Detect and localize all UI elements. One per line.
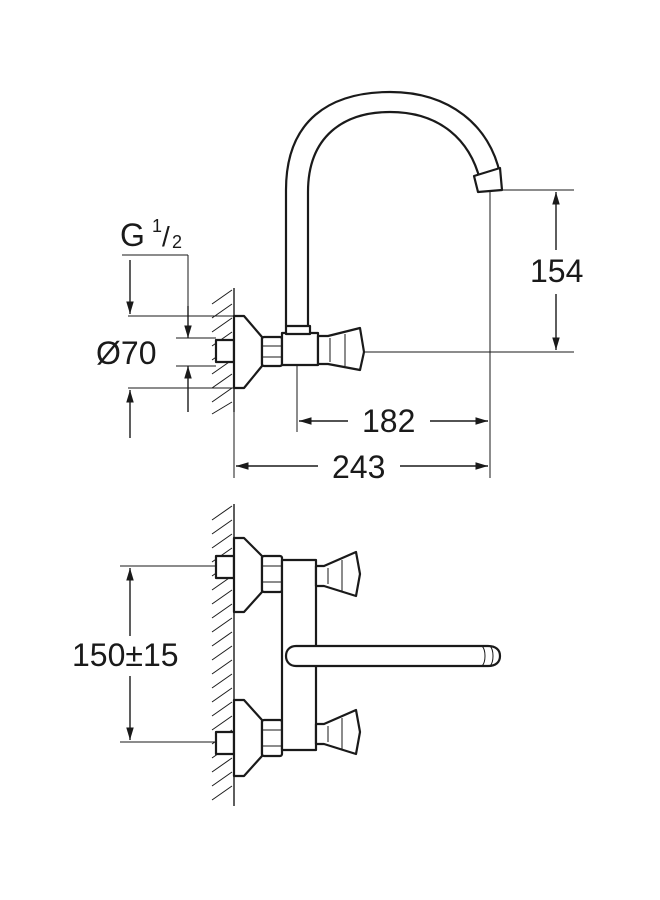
lower-rosette <box>232 698 264 778</box>
rosette <box>232 314 264 390</box>
lower-handle <box>314 708 362 756</box>
wall-front-view <box>211 504 235 806</box>
side-view: 154 182 243 G 1 / 2 Ø70 <box>96 90 583 485</box>
dimension-154-label: 154 <box>530 253 583 289</box>
upper-handle <box>314 550 362 598</box>
hex-nut <box>260 335 284 368</box>
upper-wall-connector <box>214 554 236 580</box>
front-view: 150±15 <box>72 504 502 806</box>
thread-fraction-num: 1 <box>152 216 162 236</box>
thread-label-main: G <box>120 217 145 253</box>
spout-outer <box>284 90 502 326</box>
thread-size-label: G <box>120 217 145 253</box>
lower-hex-nut <box>260 718 284 758</box>
dimension-243-label: 243 <box>332 449 385 485</box>
front-spout <box>284 644 502 668</box>
lower-wall-connector <box>214 730 236 756</box>
spacing-150-label: 150±15 <box>72 637 179 673</box>
wall-connector <box>214 338 236 364</box>
thread-fraction-slash: / <box>162 221 170 252</box>
thread-fraction-den: 2 <box>172 232 182 252</box>
dimension-182-label: 182 <box>362 403 415 439</box>
diameter-70-label: Ø70 <box>96 335 156 371</box>
spout-inner <box>306 110 482 326</box>
upper-rosette <box>232 536 264 614</box>
upper-hex-nut <box>260 554 284 594</box>
handle <box>316 326 366 372</box>
spout-collar <box>284 324 312 336</box>
valve-body <box>280 331 320 367</box>
